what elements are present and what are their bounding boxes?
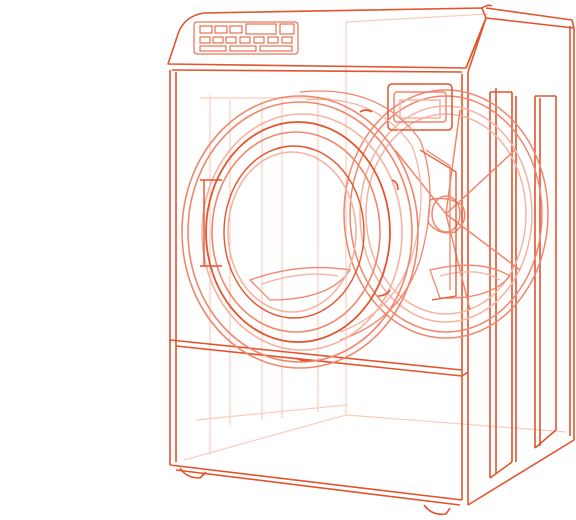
control-display xyxy=(193,21,299,55)
drum-interior xyxy=(248,90,511,341)
rear-drum xyxy=(343,83,549,339)
hidden-frame-lines xyxy=(183,13,567,461)
cabinet-outline xyxy=(167,4,575,516)
control-panel xyxy=(193,21,299,55)
front-door xyxy=(181,95,419,369)
